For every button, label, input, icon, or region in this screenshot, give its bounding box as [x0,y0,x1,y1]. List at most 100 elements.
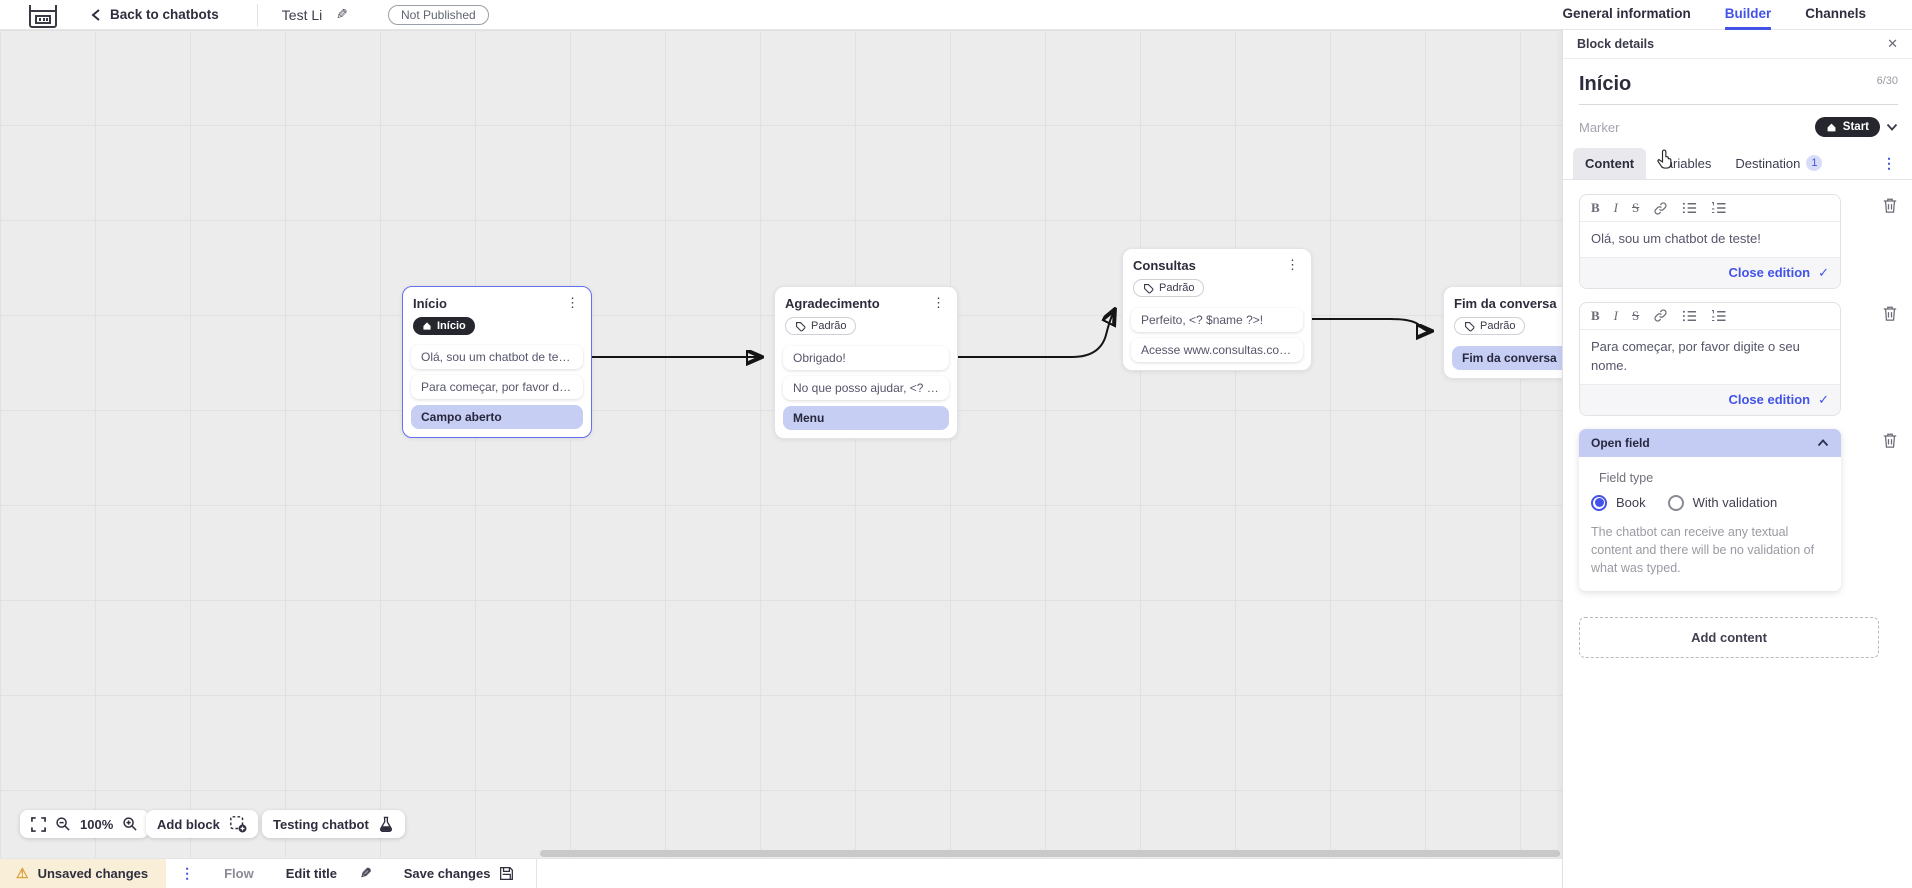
numbered-list-icon[interactable] [1711,309,1726,323]
block-name-input[interactable]: Início [1579,73,1632,95]
flow-canvas[interactable]: Início ⋮ Início Olá, sou um chatbot de t… [0,30,1562,858]
strikethrough-icon[interactable]: S [1632,307,1640,323]
editor-text[interactable]: Olá, sou um chatbot de teste! [1580,222,1840,257]
tag-icon [1465,321,1475,331]
block-title: Início [413,296,447,311]
add-block-icon [229,816,247,833]
save-changes-button[interactable]: Save changes [404,866,515,881]
content-editor-row: B I S Olá, sou um chatbot de teste! Clos… [1579,194,1898,289]
status-bar: ⚠ Unsaved changes ⋮ Flow Edit title ✎ Sa… [0,858,1562,888]
home-icon [1827,123,1836,131]
panel-menu-icon[interactable]: ⋮ [1882,155,1896,171]
warning-icon: ⚠ [16,865,29,881]
block-menu-icon[interactable]: ⋮ [1286,257,1299,272]
numbered-list-icon[interactable] [1711,201,1726,215]
default-marker-pill: Padrão [1454,317,1526,335]
trash-icon[interactable] [1882,194,1898,219]
tag-icon [796,321,806,331]
testing-chatbot-button[interactable]: Testing chatbot [262,810,405,838]
chatbot-title[interactable]: Test Li [281,6,323,23]
tab-destination[interactable]: Destination 1 [1723,147,1834,179]
block-open-field-item[interactable]: Campo aberto [411,405,583,429]
block-menu-icon[interactable]: ⋮ [932,295,945,310]
tab-content[interactable]: Content [1573,147,1647,179]
add-block-button[interactable]: Add block [146,810,258,838]
tab-channels[interactable]: Channels [1805,5,1866,21]
block-details-panel: Block details ✕ Início 6/30 Marker Start… [1562,30,1912,888]
italic-icon[interactable]: I [1613,307,1619,323]
app-logo-icon [28,3,62,29]
chevron-up-icon[interactable] [1817,438,1829,447]
flow-block-consultas[interactable]: Consultas ⋮ Padrão Perfeito, <? $name ?>… [1122,248,1312,371]
bullet-list-icon[interactable] [1682,201,1697,215]
flow-block-agradecimento[interactable]: Agradecimento ⋮ Padrão Obrigado! No que … [774,286,958,439]
editor-text[interactable]: Para começar, por favor digite o seu nom… [1580,329,1840,384]
block-title: Consultas [1133,258,1196,273]
block-message-item[interactable]: Acesse www.consultas.com par... [1131,337,1303,362]
close-edition-button[interactable]: Close edition✓ [1580,383,1840,415]
zoom-in-icon[interactable] [122,816,138,832]
edit-title-button[interactable]: Edit title ✎ [285,865,372,881]
flow-button[interactable]: Flow [224,866,254,881]
start-marker-pill: Início [413,317,475,335]
back-chevron-icon [91,8,100,21]
italic-icon[interactable]: I [1613,200,1619,215]
block-end-item[interactable]: Fim da conversa [1452,345,1562,370]
tab-builder[interactable]: Builder [1724,0,1772,30]
zoom-out-icon[interactable] [55,816,71,832]
flow-block-fim-da-conversa[interactable]: Fim da conversa Padrão Fim da conversa [1443,286,1562,379]
check-icon: ✓ [1818,391,1829,407]
back-to-chatbots-button[interactable]: Back to chatbots [90,7,219,22]
link-icon[interactable] [1653,308,1668,323]
edge-agradecimento-consultas [958,311,1114,358]
add-block-label: Add block [157,816,220,832]
block-menu-item[interactable]: Menu [783,405,949,430]
strikethrough-icon[interactable]: S [1632,200,1640,215]
bold-icon[interactable]: B [1591,200,1600,215]
close-icon[interactable]: ✕ [1887,36,1898,51]
statusbar-divider [536,859,538,888]
tag-icon [1144,283,1154,293]
text-editor[interactable]: B I S Olá, sou um chatbot de teste! Clos… [1579,194,1841,289]
block-message-item[interactable]: Obrigado! [783,345,949,370]
link-icon[interactable] [1653,201,1668,216]
trash-icon[interactable] [1882,429,1898,454]
block-menu-icon[interactable]: ⋮ [566,295,579,310]
block-name-underline [1579,104,1898,105]
fullscreen-icon[interactable] [31,816,46,832]
radio-book[interactable]: Book [1591,494,1646,511]
flask-icon [379,816,392,832]
flow-block-inicio[interactable]: Início ⋮ Início Olá, sou um chatbot de t… [402,286,592,438]
statusbar-menu-icon[interactable]: ⋮ [180,865,195,881]
edit-title-pencil-icon[interactable]: ✎ [336,6,348,22]
bold-icon[interactable]: B [1591,307,1600,323]
field-type-helper-text: The chatbot can receive any textual cont… [1591,524,1815,575]
status-badge: Not Published [387,4,489,25]
unsaved-changes-status: ⚠ Unsaved changes [0,859,167,888]
default-marker-pill: Padrão [1133,279,1205,297]
block-message-item[interactable]: Para começar, por favor digite o ... [411,375,583,399]
marker-select[interactable]: Start [1814,117,1880,137]
add-content-button[interactable]: Add content [1579,616,1879,658]
home-icon [423,322,431,330]
chevron-down-icon[interactable] [1886,123,1898,132]
open-field-header[interactable]: Open field [1579,428,1841,457]
radio-with-validation[interactable]: With validation [1667,494,1777,511]
bullet-list-icon[interactable] [1682,309,1697,323]
char-counter: 6/30 [1876,75,1898,87]
horizontal-scrollbar[interactable] [540,850,1560,857]
tab-general-information[interactable]: General information [1562,5,1691,21]
block-message-item[interactable]: Perfeito, <? $name ?>! [1131,307,1303,332]
radio-unselected-icon[interactable] [1667,494,1684,511]
panel-title: Block details [1577,37,1655,51]
tab-variables[interactable]: Variables [1658,155,1712,171]
radio-selected-icon[interactable] [1591,494,1607,511]
close-edition-button[interactable]: Close edition✓ [1580,256,1840,288]
default-marker-pill: Padrão [785,317,857,335]
block-message-item[interactable]: No que posso ajudar, <? $name ... [783,375,949,400]
trash-icon[interactable] [1882,302,1898,327]
block-message-item[interactable]: Olá, sou um chatbot de teste! [411,345,583,369]
header-divider [256,3,258,26]
marker-label: Marker [1579,119,1620,135]
text-editor[interactable]: B I S Para começar, por favor digite o s… [1579,301,1841,416]
